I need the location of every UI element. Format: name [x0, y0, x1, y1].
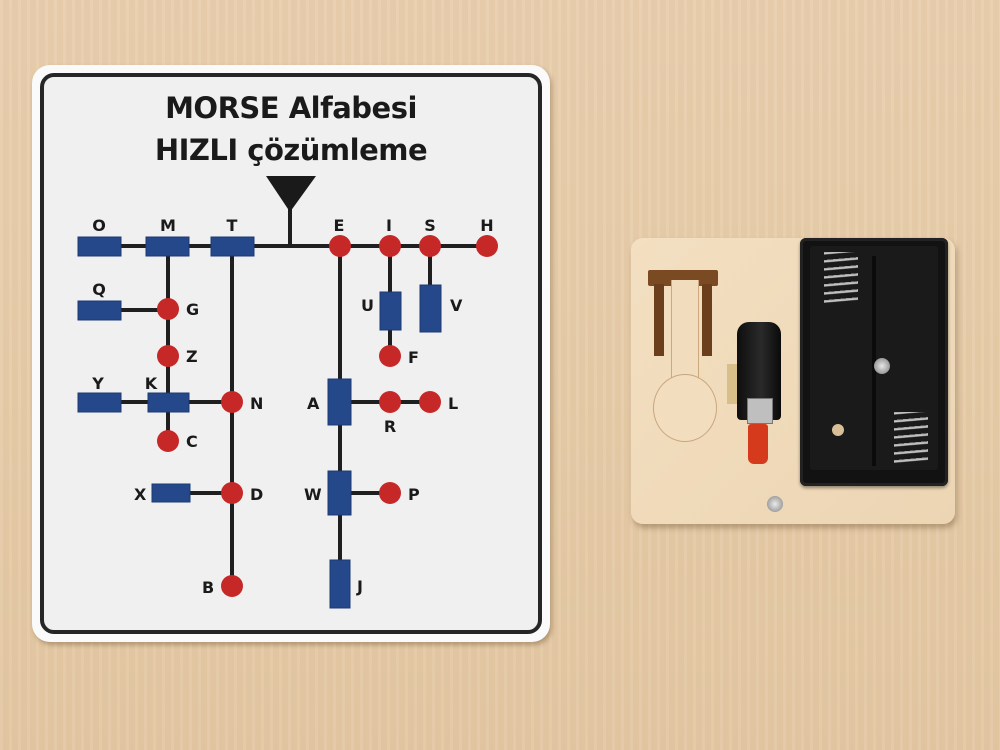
antenna-icon [266, 176, 316, 212]
label-S: S [424, 216, 436, 235]
morse-chart-card: MORSE Alfabesi HIZLI çözümleme [32, 65, 550, 642]
dot-S [419, 235, 441, 257]
dash-T [210, 236, 255, 257]
dot-C [157, 430, 179, 452]
dash-A [327, 378, 352, 426]
dot-E [329, 235, 351, 257]
label-H: H [480, 216, 493, 235]
bracket-top [648, 270, 718, 286]
dash-K [147, 392, 190, 413]
label-A: A [307, 394, 320, 413]
buzzer-red-lead [748, 424, 768, 464]
buzzer-clip [727, 364, 737, 404]
dash-M [145, 236, 190, 257]
dot-F [379, 345, 401, 367]
label-T: T [227, 216, 238, 235]
label-F: F [408, 348, 419, 367]
dot-N [221, 391, 243, 413]
spring-top-left [824, 252, 858, 304]
label-J: J [356, 577, 363, 596]
bracket-leg-right [702, 284, 712, 356]
bracket-leg-left [654, 284, 664, 356]
label-Z: Z [186, 347, 198, 366]
telegraph-key-bracket [648, 270, 718, 358]
label-Y: Y [91, 374, 104, 393]
label-P: P [408, 485, 420, 504]
battery-holder-screw [874, 358, 890, 374]
dot-P [379, 482, 401, 504]
label-V: V [450, 296, 463, 315]
label-G: G [186, 300, 199, 319]
dot-L [419, 391, 441, 413]
label-O: O [92, 216, 106, 235]
label-X: X [134, 485, 147, 504]
label-D: D [250, 485, 263, 504]
label-B: B [202, 578, 214, 597]
dash-X [151, 483, 191, 503]
label-K: K [145, 374, 158, 393]
dot-H [476, 235, 498, 257]
mounting-screw-icon [767, 496, 783, 512]
telegraph-key-paddle[interactable] [653, 374, 717, 442]
dash-Y [77, 392, 122, 413]
label-M: M [160, 216, 176, 235]
label-C: C [186, 432, 198, 451]
dash-J [329, 559, 351, 609]
dash-W [327, 470, 352, 516]
mount-hole [832, 424, 844, 436]
dash-O [77, 236, 122, 257]
dot-I [379, 235, 401, 257]
label-Q: Q [92, 280, 106, 299]
battery-divider [872, 256, 876, 466]
label-N: N [250, 394, 263, 413]
dash-V [419, 284, 442, 333]
card-border [40, 73, 542, 634]
dash-Q [77, 300, 122, 321]
label-E: E [334, 216, 345, 235]
dash-U [379, 291, 402, 331]
dot-B [221, 575, 243, 597]
label-W: W [304, 485, 322, 504]
label-L: L [448, 394, 458, 413]
battery-holder[interactable] [800, 238, 948, 486]
battery-compartment [810, 246, 938, 470]
label-R: R [384, 417, 396, 436]
chart-title: MORSE Alfabesi [165, 91, 417, 125]
spring-bottom-right [894, 412, 928, 464]
dot-R [379, 391, 401, 413]
telegraph-key-lever[interactable] [671, 280, 699, 390]
buzzer-terminal-screw [747, 398, 773, 424]
label-U: U [361, 296, 374, 315]
dot-D [221, 482, 243, 504]
chart-subtitle: HIZLI çözümleme [154, 133, 428, 167]
label-I: I [386, 216, 392, 235]
dot-G [157, 298, 179, 320]
dot-Z [157, 345, 179, 367]
morse-practice-board [631, 238, 955, 524]
